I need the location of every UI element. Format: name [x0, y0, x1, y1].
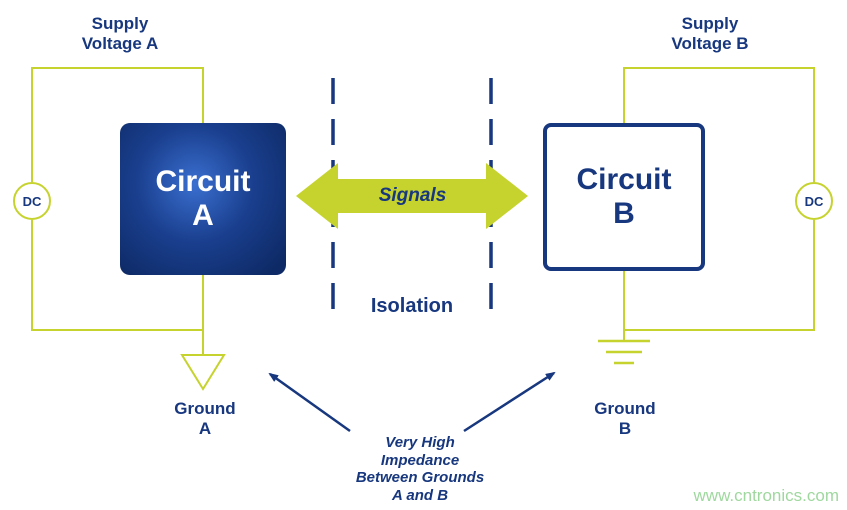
- ground-a-symbol: [180, 354, 226, 391]
- dc-source-b: DC: [795, 182, 833, 220]
- ground-b-symbol: [598, 339, 650, 365]
- impedance-note: Very High Impedance Between Grounds A an…: [355, 434, 485, 505]
- isolation-label: Isolation: [370, 295, 454, 317]
- signals-label: Signals: [378, 185, 447, 206]
- circuit-b-block: Circuit B: [543, 123, 705, 271]
- ground-a-label: Ground A: [174, 399, 236, 439]
- watermark-text: www.cntronics.com: [693, 486, 839, 505]
- ground-b-label: Ground B: [594, 399, 656, 439]
- impedance-arrow-to-ground-a: [268, 372, 351, 433]
- circuit-a-block: Circuit A: [120, 123, 286, 275]
- supply-voltage-b-label: Supply Voltage B: [671, 14, 749, 54]
- dc-source-a: DC: [13, 182, 51, 220]
- impedance-arrow-to-ground-b: [463, 371, 556, 433]
- supply-voltage-a-label: Supply Voltage A: [81, 14, 159, 54]
- dc-source-a-label: DC: [22, 193, 42, 209]
- circuit-b-label: Circuit B: [576, 162, 672, 231]
- circuit-a-label: Circuit A: [155, 164, 251, 233]
- dc-source-b-label: DC: [804, 193, 824, 209]
